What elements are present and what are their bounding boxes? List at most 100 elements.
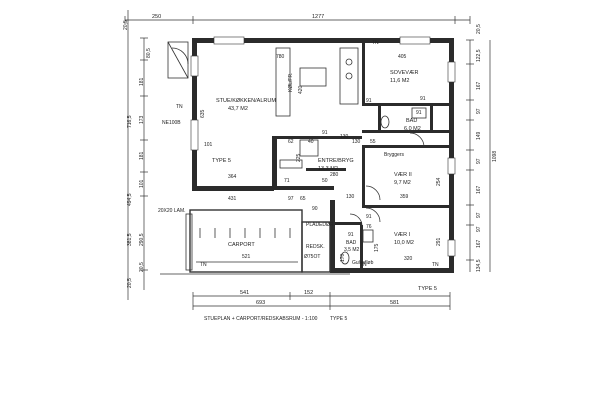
right-dimension-chain: 122,5 167 97 149 97 167 1098 97 167 97 1… xyxy=(466,24,498,272)
inner-130c: 130 xyxy=(346,194,355,200)
inner-254: 254 xyxy=(436,177,442,186)
notes: 20X20 LAM. NE100B TN TN TN TN TN Brygger… xyxy=(158,40,439,268)
type-label-bottom: TYPE 5 xyxy=(418,286,437,292)
room-living-area: 43,7 M2 xyxy=(228,106,248,112)
inner-280: 280 xyxy=(330,172,339,178)
inner-780: 780 xyxy=(276,54,285,60)
note-tn5: TN xyxy=(372,40,379,46)
inner-175: 175 xyxy=(374,243,380,252)
inner-359: 359 xyxy=(400,194,409,200)
inner-364: 364 xyxy=(228,174,237,180)
room-bedroom-area: 11,6 M2 xyxy=(390,78,409,84)
dim-right-167a: 167 xyxy=(476,81,482,90)
fixtures xyxy=(167,41,427,265)
dim-left-181b: 181 xyxy=(139,151,145,160)
dim-right-167b: 167 xyxy=(476,185,482,194)
bottom-dimension-chain: 541 152 693 581 xyxy=(192,290,451,310)
room-entry-name: ENTRE/BRYG xyxy=(318,158,354,164)
inner-91e: 91 xyxy=(366,214,372,220)
drawing-type: TYPE 5 xyxy=(330,316,347,322)
room-bath2-name: BAD xyxy=(346,240,357,246)
note-tn2: TN xyxy=(200,262,207,268)
dim-left-20-5-a: 20,5 xyxy=(127,278,133,288)
dim-right-167c: 167 xyxy=(476,239,482,248)
note-ne100b: NE100B xyxy=(162,120,181,126)
inner-76: 76 xyxy=(366,224,372,230)
room-shed-name: REDSK. xyxy=(306,244,325,250)
dim-left-494-5: 494,5 xyxy=(127,193,133,206)
note-fridge: KØL/FR. xyxy=(288,73,294,92)
room-labels: STUE/KØKKEN/ALRUM 43,7 M2 SOVEVÆR 11,6 M… xyxy=(212,70,421,253)
inner-170: 170 xyxy=(340,253,346,262)
dim-left-181a: 181 xyxy=(139,77,145,86)
note-pipe: Ø75OT xyxy=(304,254,320,260)
dim-right-134-5: 134,5 xyxy=(476,259,482,272)
note-bryggers: Bryggers xyxy=(384,152,405,158)
carport xyxy=(160,209,350,275)
room-1-area: 10,0 M2 xyxy=(394,240,414,246)
dim-bottom-581: 581 xyxy=(390,300,399,306)
dim-left-20-5-top: 20,5 xyxy=(123,20,129,30)
room-2-area: 9,7 M2 xyxy=(394,180,411,186)
inner-291: 291 xyxy=(436,237,442,246)
left-dimension-chain: 20,5 80,5 181 173 716,5 181 101 494,5 38… xyxy=(123,10,152,300)
inner-91d: 91 xyxy=(348,232,354,238)
dim-right-1098: 1098 xyxy=(492,151,498,162)
top-dimension-chain: 250 1277 xyxy=(124,14,471,24)
room-plate-door: PLADEDØR xyxy=(306,222,334,228)
note-tn4: TN xyxy=(432,262,439,268)
dim-right-149: 149 xyxy=(476,131,482,140)
room-bedroom-name: SOVEVÆR xyxy=(390,70,418,76)
inner-65: 65 xyxy=(300,196,306,202)
room-type5-label: TYPE 5 xyxy=(212,158,231,164)
drawing-title: STUEPLAN + CARPORT/REDSKABSRUM - 1:100 xyxy=(204,316,318,322)
inner-130a: 130 xyxy=(352,139,361,145)
dim-bottom-152: 152 xyxy=(304,290,313,296)
dim-left-173: 173 xyxy=(139,115,145,124)
inner-405: 405 xyxy=(398,54,407,60)
note-floor-drain: Gulvafløb xyxy=(352,260,374,266)
inner-62: 62 xyxy=(288,139,294,145)
inner-50: 50 xyxy=(322,178,328,184)
inner-130b: 130 xyxy=(340,134,349,140)
title-block: TYPE 5 STUEPLAN + CARPORT/REDSKABSRUM - … xyxy=(204,286,437,322)
dim-left-716-5: 716,5 xyxy=(127,115,133,128)
dim-bottom-693: 693 xyxy=(256,300,265,306)
dim-right-97c: 97 xyxy=(476,212,482,218)
dim-top-1277: 1277 xyxy=(312,14,324,20)
dim-right-97b: 97 xyxy=(476,158,482,164)
note-lam: 20X20 LAM. xyxy=(158,208,186,214)
room-2-name: VÆR II xyxy=(394,172,412,178)
inner-91f: 91 xyxy=(420,96,426,102)
dim-left-80-5: 80,5 xyxy=(146,48,152,58)
inner-90: 90 xyxy=(312,206,318,212)
dim-right-97a: 97 xyxy=(476,108,482,114)
dim-left-20-5-b: 20,5 xyxy=(139,262,145,272)
room-bath2-area: 3,5 M2 xyxy=(344,247,360,253)
dim-left-290-5: 290,5 xyxy=(139,233,145,246)
inner-dimensions: 780 405 635 420 91 91 91 40 62 130 130 5… xyxy=(200,54,442,262)
room-bath1-name: BAD xyxy=(406,118,417,124)
note-tn1: TN xyxy=(176,104,183,110)
inner-635: 635 xyxy=(200,109,206,118)
inner-55: 55 xyxy=(370,139,376,145)
inner-320: 320 xyxy=(404,256,413,262)
inner-431: 431 xyxy=(228,196,237,202)
room-bath1-area: 6,0 M2 xyxy=(404,126,421,132)
dim-right-122-5: 122,5 xyxy=(476,49,482,62)
note-tn3: TN xyxy=(360,262,367,268)
room-carport-name: CARPORT xyxy=(228,242,255,248)
room-1-name: VÆR I xyxy=(394,232,411,238)
inner-91b: 91 xyxy=(416,110,422,116)
dim-left-381-5: 381,5 xyxy=(127,233,133,246)
inner-40: 40 xyxy=(308,139,314,145)
dim-right-20-5: 20,5 xyxy=(476,24,482,34)
walls xyxy=(190,36,456,273)
inner-91a: 91 xyxy=(366,98,372,104)
dim-left-101: 101 xyxy=(139,179,145,188)
dim-top-250: 250 xyxy=(152,14,161,20)
room-living-name: STUE/KØKKEN/ALRUM xyxy=(216,98,276,104)
inner-91c: 91 xyxy=(322,130,328,136)
inner-225: 225 xyxy=(296,153,302,162)
inner-521: 521 xyxy=(242,254,251,260)
